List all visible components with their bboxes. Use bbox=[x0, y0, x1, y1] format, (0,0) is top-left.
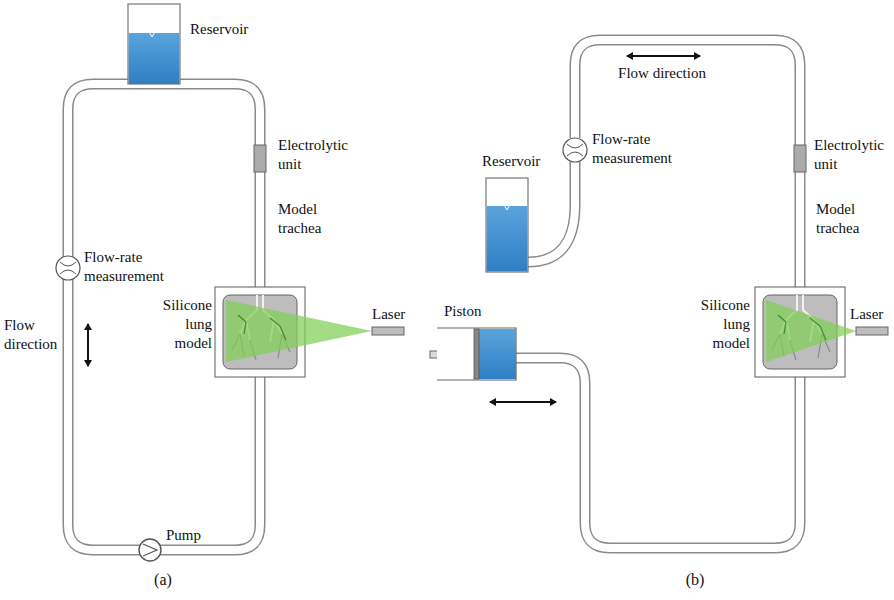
panel-label: (b) bbox=[680, 570, 710, 589]
laser-source-a bbox=[372, 327, 404, 335]
part-label: Reservoir bbox=[482, 152, 562, 171]
part-label: Pump bbox=[166, 526, 216, 545]
electrolytic-unit-a bbox=[254, 145, 266, 172]
part-label: Silicone lung model bbox=[146, 296, 212, 353]
piston-motion-arrow bbox=[490, 401, 556, 403]
part-label: Flow-rate measurement bbox=[84, 248, 194, 286]
pump-symbol bbox=[139, 539, 161, 561]
part-label: Flow-rate measurement bbox=[592, 130, 702, 168]
panel-label: (a) bbox=[148, 570, 178, 589]
part-label: Model trachea bbox=[816, 200, 886, 238]
flow-label: Flow direction bbox=[612, 64, 712, 83]
lung-model-a bbox=[215, 287, 404, 377]
part-label: Model trachea bbox=[278, 200, 348, 238]
flow-label: Flow direction bbox=[4, 316, 68, 354]
flow-meter-b bbox=[563, 138, 587, 162]
flow-direction-arrow-b bbox=[627, 55, 700, 57]
flow-direction-arrow-a bbox=[87, 324, 89, 366]
lung-model-b bbox=[755, 287, 888, 377]
part-label: Laser bbox=[850, 305, 890, 324]
part-label: Electrolytic unit bbox=[814, 136, 890, 174]
part-label: Silicone lung model bbox=[684, 296, 750, 353]
piston-symbol bbox=[430, 328, 516, 380]
part-label: Electrolytic unit bbox=[278, 136, 368, 174]
reservoir-a bbox=[128, 4, 180, 84]
reservoir-b bbox=[486, 178, 528, 272]
laser-source-b bbox=[856, 327, 888, 335]
flow-meter-a bbox=[56, 256, 80, 280]
electrolytic-unit-b bbox=[794, 145, 806, 172]
part-label: Laser bbox=[372, 305, 412, 324]
part-label: Reservoir bbox=[190, 20, 280, 39]
part-label: Piston bbox=[444, 302, 504, 321]
